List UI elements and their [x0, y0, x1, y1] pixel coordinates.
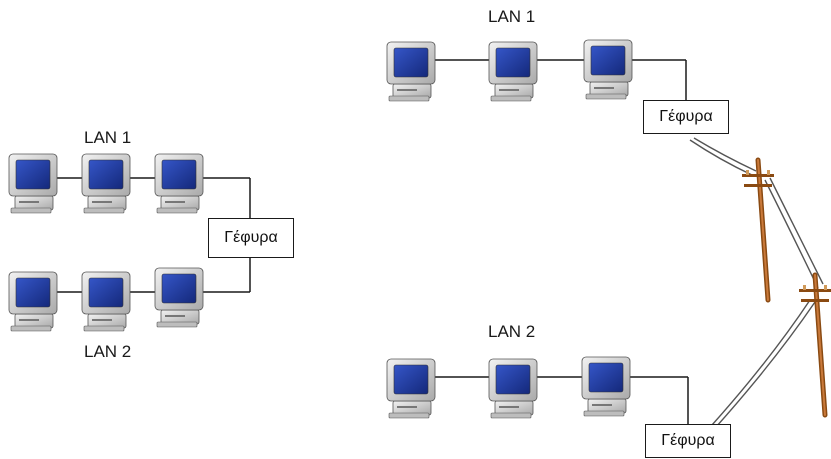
right-bridge-top-box: Γέφυρα [643, 100, 729, 134]
computer-icon [8, 153, 58, 214]
right-lan2-label: LAN 2 [488, 322, 536, 341]
left-lan2-label: LAN 2 [84, 342, 132, 361]
overhead-cable-highlight [691, 138, 821, 427]
computer-icon [488, 358, 538, 419]
left-lan2-group [8, 258, 251, 332]
computer-icon [81, 271, 131, 332]
left-bridge-box: Γέφυρα [208, 218, 294, 258]
computer-icon [581, 356, 631, 417]
computer-icon [386, 41, 436, 102]
left-lan1-group [8, 153, 251, 220]
utility-pole-icon [742, 160, 774, 300]
computer-icon [583, 39, 633, 100]
computer-icon [81, 153, 131, 214]
right-lan1-label: LAN 1 [488, 7, 536, 26]
computer-icon [154, 267, 204, 328]
computer-icon [8, 271, 58, 332]
computer-icon [154, 153, 204, 214]
utility-pole-icon [799, 275, 831, 415]
overhead-cable [689, 137, 824, 428]
computer-icon [488, 41, 538, 102]
left-lan1-label: LAN 1 [84, 128, 132, 147]
computer-icon [386, 358, 436, 419]
right-bridge-bottom-box: Γέφυρα [645, 424, 731, 458]
right-lan2-group [386, 356, 689, 425]
right-lan1-group [386, 39, 687, 102]
